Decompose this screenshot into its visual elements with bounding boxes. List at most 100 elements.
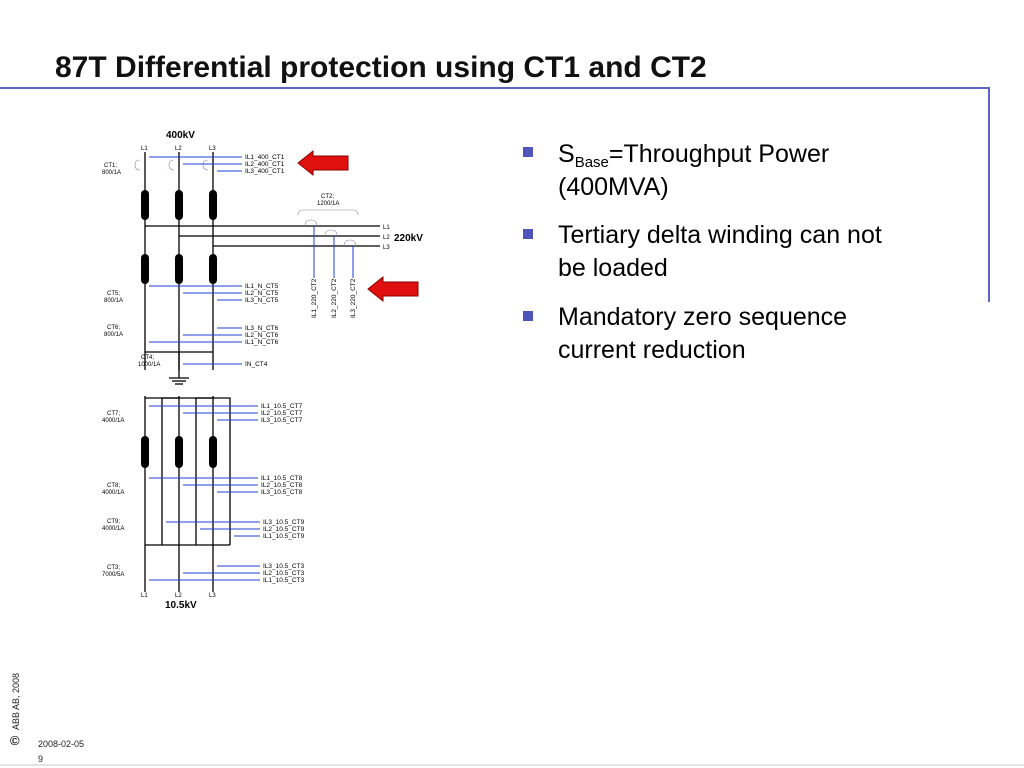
phase-label: L3 xyxy=(383,245,390,251)
ct-ratio: 800/1A xyxy=(102,170,121,176)
phase-label: L1 xyxy=(383,225,390,231)
ct-ratio: 800/1A xyxy=(104,298,123,304)
ct-brace xyxy=(297,209,359,216)
ct-signal-name: IL2_N_CT6 xyxy=(245,332,279,339)
ct-signal-name: IL2_10.5_CT7 xyxy=(261,410,303,417)
ct-signal-name: IL3_10.5_CT3 xyxy=(263,563,305,570)
transformer-winding xyxy=(175,436,183,468)
ct-label: CT6; xyxy=(107,325,120,331)
phase-label: L2 xyxy=(175,593,182,599)
bullet-text: SBase=Throughput Power xyxy=(558,140,829,171)
transformer-winding xyxy=(209,190,217,220)
highlight-arrow-ct1 xyxy=(297,149,349,177)
page-number: 9 xyxy=(38,754,43,764)
ct-label: CT7; xyxy=(107,411,120,417)
ct-coil xyxy=(168,159,175,171)
bullet-marker xyxy=(523,311,533,321)
copyright-text: ABB AB, 2008 xyxy=(11,673,21,730)
ct-coil xyxy=(304,219,318,227)
ct-signal-name: IL1_10.5_CT7 xyxy=(261,403,303,410)
ct4-group: CT4; 1000/1A IN_CT4 xyxy=(138,355,268,368)
slide-title: 87T Differential protection using CT1 an… xyxy=(55,51,707,84)
ct-label: CT8; xyxy=(107,483,120,489)
bus-label-400kv: 400kV xyxy=(166,130,195,141)
ct-coil xyxy=(202,159,209,171)
protection-diagram: 400kV 220kV 10.5kV L1 L2 L3 L1 L2 L3 L1 … xyxy=(102,130,423,611)
phase-label: L2 xyxy=(175,146,182,152)
bullet-list: SBase=Throughput Power (400MVA) Tertiary… xyxy=(523,140,882,364)
ct-signal-name: IL2_220_CT2 xyxy=(331,278,338,318)
ct-coil xyxy=(343,239,357,247)
phase-label: L2 xyxy=(383,235,390,241)
ct-label: CT2; xyxy=(321,194,334,200)
ct-label: CT3; xyxy=(107,565,120,571)
ct-coil xyxy=(324,229,338,237)
transformer-winding xyxy=(209,436,217,468)
ct6-group: CT6; 800/1A IL3_N_CT6 IL2_N_CT6 IL1_N_CT… xyxy=(104,325,279,346)
ct5-group: CT5; 800/1A IL1_N_CT5 IL2_N_CT5 IL3_N_CT… xyxy=(104,283,279,304)
ct-signal-name: IL1_10.5_CT3 xyxy=(263,577,305,584)
ct-label: CT1; xyxy=(104,163,117,169)
ct-signal-name: IL2_N_CT5 xyxy=(245,290,279,297)
ct-signal-name: IL1_400_CT1 xyxy=(245,154,285,161)
delta-loop xyxy=(161,397,179,545)
transformer-winding xyxy=(141,190,149,220)
footer-date: 2008-02-05 xyxy=(38,739,84,749)
ct-label: CT4; xyxy=(141,355,154,361)
ct-ratio: 1200/1A xyxy=(317,201,339,207)
ct-signal-name: IL1_10.5_CT8 xyxy=(261,475,303,482)
transformer-winding xyxy=(209,254,217,284)
bullet-marker xyxy=(523,229,533,239)
ct-signal-name: IL2_10.5_CT8 xyxy=(261,482,303,489)
copyright-icon: © xyxy=(10,733,20,748)
phase-label: L3 xyxy=(209,146,216,152)
bullet-text-cont: current reduction xyxy=(558,336,746,364)
ct-ratio: 7000/5A xyxy=(102,572,124,578)
ct9-group: CT9; 4000/1A IL3_10.5_CT9 IL2_10.5_CT9 I… xyxy=(102,519,305,540)
bullet-marker xyxy=(523,147,533,157)
ct-signal-name: IL2_10.5_CT9 xyxy=(263,526,305,533)
ct-signal-name: IL3_10.5_CT7 xyxy=(261,417,303,424)
bullet-text: Mandatory zero sequence xyxy=(558,303,847,331)
ct-label: CT5; xyxy=(107,291,120,297)
ct-ratio: 1000/1A xyxy=(138,362,160,368)
phase-label: L3 xyxy=(209,593,216,599)
transformer-winding xyxy=(175,190,183,220)
ct-signal-name: IL3_N_CT5 xyxy=(245,297,279,304)
ct-signal-name: IL3_220_CT2 xyxy=(350,278,357,318)
ct1-group: CT1; 800/1A IL1_400_CT1 IL2_400_CT1 IL3_… xyxy=(102,154,285,176)
ct2-group: CT2; 1200/1A IL1_220_CT2 IL2_220_CT2 IL3… xyxy=(297,194,359,318)
footer: © ABB AB, 2008 2008-02-05 9 xyxy=(10,673,84,764)
ct-signal-name: IL2_400_CT1 xyxy=(245,161,285,168)
ct-signal-name: IL1_N_CT5 xyxy=(245,283,279,290)
ct-signal-name: IL3_400_CT1 xyxy=(245,168,285,175)
transformer-winding xyxy=(141,436,149,468)
ct7-group: CT7; 4000/1A IL1_10.5_CT7 IL2_10.5_CT7 I… xyxy=(102,403,303,424)
ct-signal-name: IN_CT4 xyxy=(245,361,268,368)
ct-signal-name: IL2_10.5_CT3 xyxy=(263,570,305,577)
ct-ratio: 4000/1A xyxy=(102,490,124,496)
ct8-group: CT8; 4000/1A IL1_10.5_CT8 IL2_10.5_CT8 I… xyxy=(102,475,303,496)
ct-label: CT9; xyxy=(107,519,120,525)
ct-signal-name: IL3_10.5_CT8 xyxy=(261,489,303,496)
ct-ratio: 800/1A xyxy=(104,332,123,338)
ct-signal-name: IL3_10.5_CT9 xyxy=(263,519,305,526)
ct-ratio: 4000/1A xyxy=(102,418,124,424)
ct-signal-name: IL1_N_CT6 xyxy=(245,339,279,346)
phase-label: L1 xyxy=(141,593,148,599)
ct-coil xyxy=(134,159,141,171)
transformer-winding xyxy=(175,254,183,284)
bus-label-10kv: 10.5kV xyxy=(165,600,197,611)
delta-loop xyxy=(145,397,231,545)
delta-loop xyxy=(195,397,213,545)
phase-label: L1 xyxy=(141,146,148,152)
transformer-winding xyxy=(141,254,149,284)
ct-signal-name: IL1_10.5_CT9 xyxy=(263,533,305,540)
ct-signal-name: IL3_N_CT6 xyxy=(245,325,279,332)
bullet-text: Tertiary delta winding can not xyxy=(558,221,882,249)
ct-ratio: 4000/1A xyxy=(102,526,124,532)
ct3-group: CT3; 7000/5A IL3_10.5_CT3 IL2_10.5_CT3 I… xyxy=(102,563,305,584)
highlight-arrow-ct2 xyxy=(367,275,419,303)
ct-signal-name: IL1_220_CT2 xyxy=(311,278,318,318)
